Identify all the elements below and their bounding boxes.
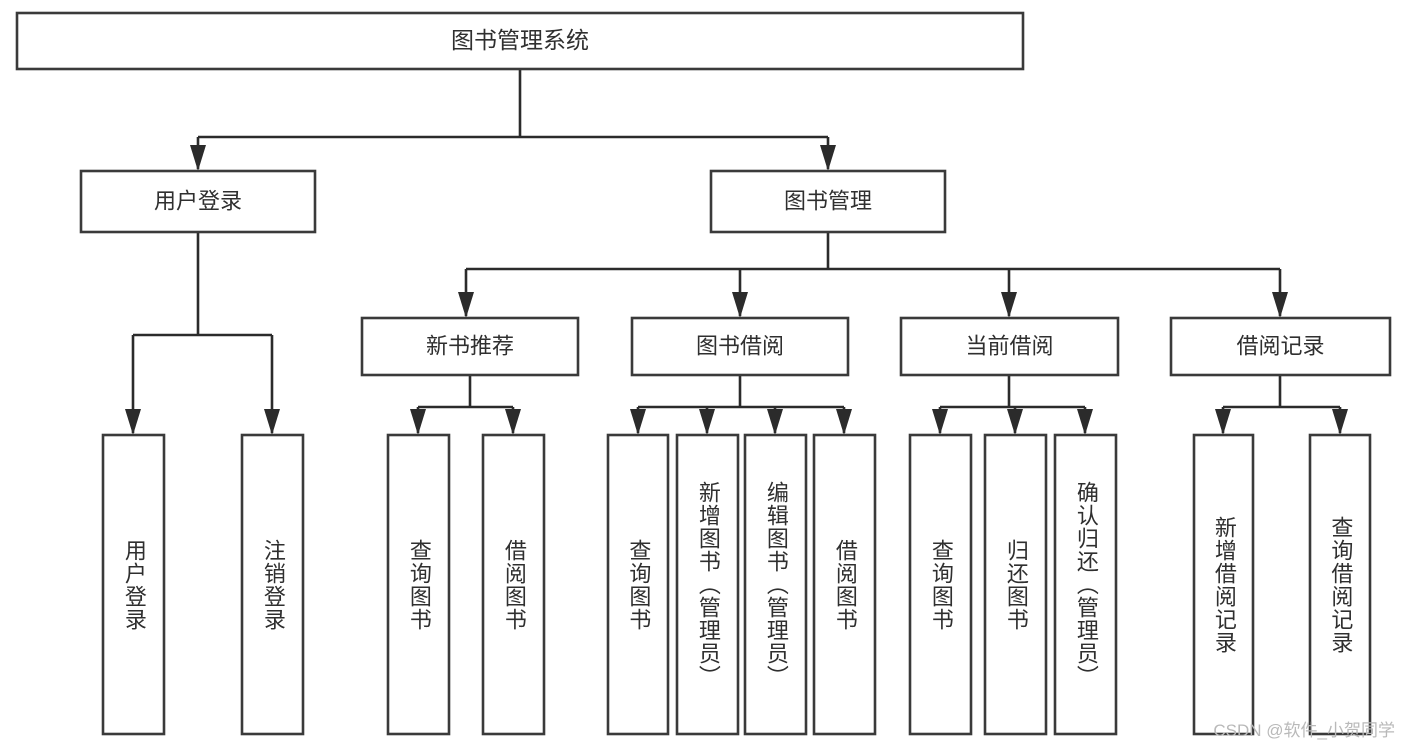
node-label-user-login: 用户登录 — [154, 188, 242, 213]
leaf-box-leaf-edit-book-admin[interactable] — [743, 433, 808, 736]
leaf-box-leaf-query-book-3[interactable] — [908, 433, 973, 736]
leaf-box-leaf-add-borrow-record[interactable] — [1192, 433, 1255, 736]
level2-node-book-manage[interactable]: 图书管理 — [709, 169, 947, 234]
level3-node-current-borrow[interactable]: 当前借阅 — [899, 316, 1120, 377]
arrow-down-icon — [264, 409, 280, 435]
leaf-box-leaf-query-book-2[interactable] — [606, 433, 670, 736]
arrow-down-icon — [190, 145, 206, 171]
level3-node-new-book-recommend[interactable]: 新书推荐 — [360, 316, 580, 377]
node-box-user-login[interactable] — [79, 169, 317, 234]
arrow-down-icon — [1332, 409, 1348, 435]
leaf-box-leaf-query-borrow-record[interactable] — [1308, 433, 1372, 736]
arrow-down-icon — [932, 409, 948, 435]
node-box-borrow-record[interactable] — [1169, 316, 1392, 377]
node-label-book-manage: 图书管理 — [784, 188, 872, 213]
arrow-down-icon — [836, 409, 852, 435]
node-box-root[interactable] — [15, 11, 1025, 71]
arrow-down-icon — [1215, 409, 1231, 435]
leaf-box-leaf-logout[interactable] — [240, 433, 305, 736]
leaf-box-leaf-user-login[interactable] — [101, 433, 166, 736]
arrow-down-icon — [1077, 409, 1093, 435]
level3-node-borrow-record[interactable]: 借阅记录 — [1169, 316, 1392, 377]
arrow-down-icon — [820, 145, 836, 171]
node-box-book-borrow[interactable] — [630, 316, 850, 377]
leaf-box-leaf-confirm-return-admin[interactable] — [1053, 433, 1118, 736]
arrow-down-icon — [410, 409, 426, 435]
leaf-box-leaf-borrow-book-1[interactable] — [481, 433, 546, 736]
arrow-down-icon — [1272, 292, 1288, 318]
arrow-down-icon — [732, 292, 748, 318]
arrow-down-icon — [458, 292, 474, 318]
node-box-current-borrow[interactable] — [899, 316, 1120, 377]
node-label-book-borrow: 图书借阅 — [696, 333, 784, 358]
node-box-new-book-recommend[interactable] — [360, 316, 580, 377]
node-label-root: 图书管理系统 — [451, 27, 589, 53]
leaf-box-leaf-return-book[interactable] — [983, 433, 1048, 736]
leaf-box-leaf-query-book-1[interactable] — [386, 433, 451, 736]
node-label-borrow-record: 借阅记录 — [1236, 333, 1324, 358]
node-label-new-book-recommend: 新书推荐 — [426, 333, 514, 358]
node-box-book-manage[interactable] — [709, 169, 947, 234]
level3-node-book-borrow[interactable]: 图书借阅 — [630, 316, 850, 377]
arrow-down-icon — [1007, 409, 1023, 435]
node-label-current-borrow: 当前借阅 — [965, 333, 1053, 358]
arrow-down-icon — [699, 409, 715, 435]
level2-node-user-login[interactable]: 用户登录 — [79, 169, 317, 234]
root-node-root[interactable]: 图书管理系统 — [15, 11, 1025, 71]
arrow-down-icon — [505, 409, 521, 435]
leaf-box-leaf-add-book-admin[interactable] — [675, 433, 740, 736]
leaf-box-leaf-borrow-book-2[interactable] — [812, 433, 877, 736]
arrow-down-icon — [125, 409, 141, 435]
arrow-down-icon — [630, 409, 646, 435]
connector-layer — [125, 69, 1348, 435]
arrow-down-icon — [1001, 292, 1017, 318]
arrow-down-icon — [767, 409, 783, 435]
